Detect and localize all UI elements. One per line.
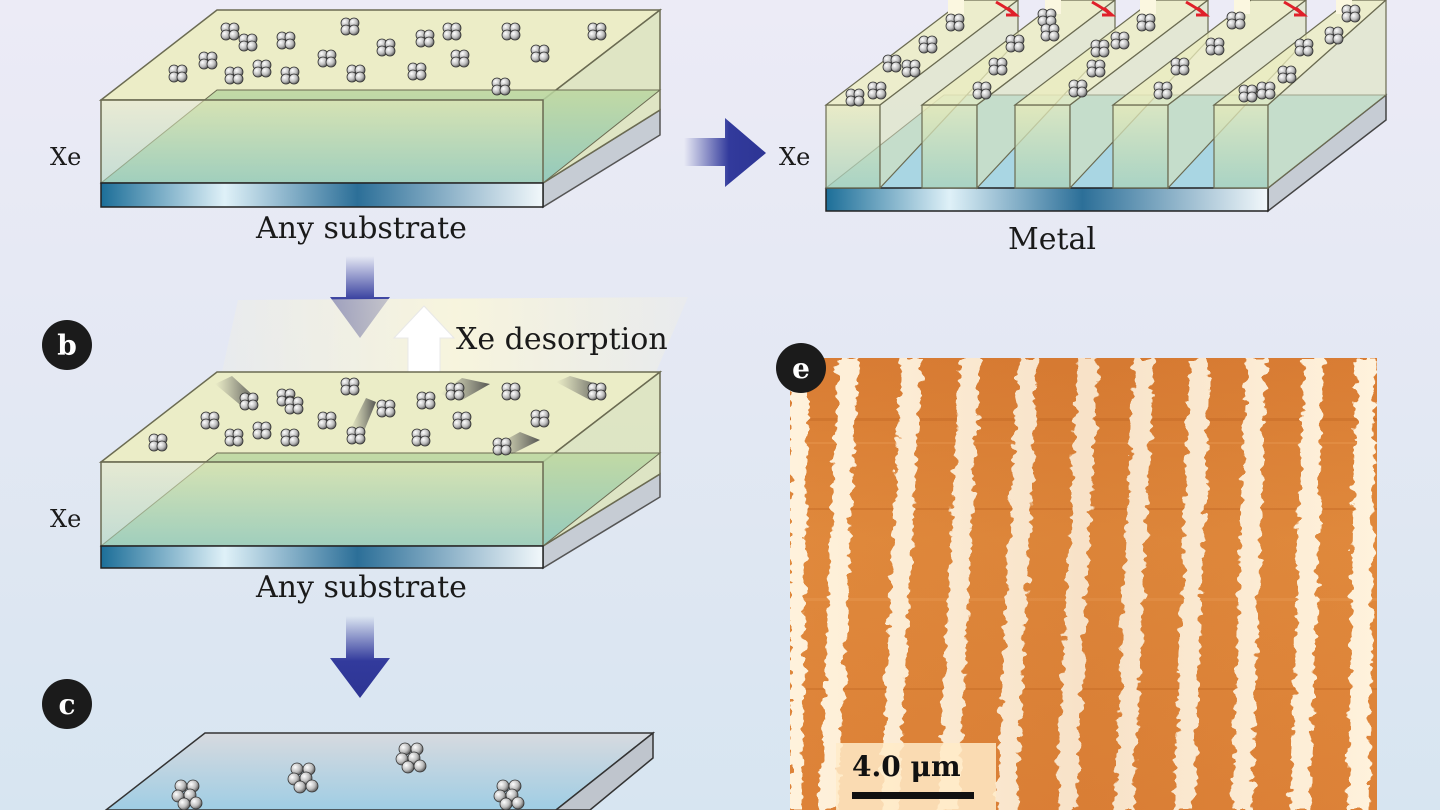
panel-a-substrate-label: Any substrate <box>256 211 467 246</box>
cluster <box>1227 12 1245 29</box>
cluster <box>453 412 471 429</box>
cluster <box>1239 85 1257 102</box>
cluster <box>1154 82 1172 99</box>
panel-d-metal-label: Metal <box>1008 222 1096 257</box>
cluster <box>989 58 1007 75</box>
cluster <box>919 36 937 53</box>
panel-b-substrate-label: Any substrate <box>256 570 467 605</box>
light-column <box>1140 0 1156 14</box>
cluster <box>443 23 461 40</box>
panel-b-substrate <box>101 546 543 568</box>
cluster <box>417 392 435 409</box>
cluster <box>377 39 395 56</box>
panel-d-xe-label: Xe <box>779 143 810 171</box>
cluster <box>1087 60 1105 77</box>
panel-b-xe-front <box>101 462 543 546</box>
panel-a <box>101 10 660 207</box>
cluster <box>1069 80 1087 97</box>
cluster <box>341 18 359 35</box>
cluster <box>1171 58 1189 75</box>
cluster <box>1041 24 1059 41</box>
cluster <box>1278 66 1296 83</box>
scale-bar <box>852 792 974 799</box>
cluster <box>1111 32 1129 49</box>
cluster <box>347 427 365 444</box>
cluster <box>502 383 520 400</box>
panel-d <box>826 0 1386 211</box>
light-column <box>1234 0 1250 14</box>
cluster <box>531 410 549 427</box>
cluster <box>169 65 187 82</box>
cluster <box>408 63 426 80</box>
cluster <box>253 60 271 77</box>
desorption-label: Xe desorption <box>456 322 668 357</box>
cluster <box>412 429 430 446</box>
cluster <box>946 14 964 31</box>
cluster <box>973 82 991 99</box>
panel-b-xe-label: Xe <box>50 505 81 533</box>
arrow-b-to-c <box>330 616 390 698</box>
panel-c-badge: c <box>42 679 92 729</box>
cluster <box>531 45 549 62</box>
cluster <box>285 397 303 414</box>
cluster <box>225 429 243 446</box>
panel-a-substrate <box>101 183 543 207</box>
cluster <box>493 438 511 455</box>
cluster <box>1325 27 1343 44</box>
cluster <box>446 383 464 400</box>
arrow-a-to-d <box>684 118 766 187</box>
cluster <box>149 434 167 451</box>
panel-e-badge: e <box>776 343 826 393</box>
cluster <box>377 400 395 417</box>
cluster <box>318 412 336 429</box>
cluster <box>281 67 299 84</box>
cluster <box>588 23 606 40</box>
cluster <box>492 78 510 95</box>
cluster <box>239 34 257 51</box>
cluster <box>883 55 901 72</box>
cluster <box>341 378 359 395</box>
panel-b-badge: b <box>42 320 92 370</box>
cluster <box>1091 40 1109 57</box>
cluster <box>846 89 864 106</box>
panel-a-xe-label: Xe <box>50 143 81 171</box>
panel-a-xe-front <box>101 100 543 183</box>
cluster <box>240 393 258 410</box>
cluster <box>1342 5 1360 22</box>
cluster <box>1137 14 1155 31</box>
cluster <box>347 65 365 82</box>
cluster <box>1295 39 1313 56</box>
cluster <box>502 23 520 40</box>
cluster <box>1206 38 1224 55</box>
cluster <box>1257 82 1275 99</box>
light-column <box>948 0 964 14</box>
cluster <box>902 60 920 77</box>
afm-image: 4.0 μm <box>790 358 1377 810</box>
scale-bar-label: 4.0 μm <box>852 750 961 783</box>
cluster <box>277 32 295 49</box>
cluster <box>199 52 217 69</box>
cluster <box>1006 35 1024 52</box>
cluster <box>1038 9 1056 26</box>
cluster <box>281 429 299 446</box>
cluster <box>225 67 243 84</box>
cluster <box>318 50 336 67</box>
cluster <box>868 82 886 99</box>
cluster <box>201 412 219 429</box>
panel-d-metal <box>826 188 1268 211</box>
cluster <box>416 30 434 47</box>
cluster <box>221 23 239 40</box>
panel-c <box>106 733 653 810</box>
cluster <box>253 422 271 439</box>
cluster <box>451 50 469 67</box>
cluster <box>588 383 606 400</box>
